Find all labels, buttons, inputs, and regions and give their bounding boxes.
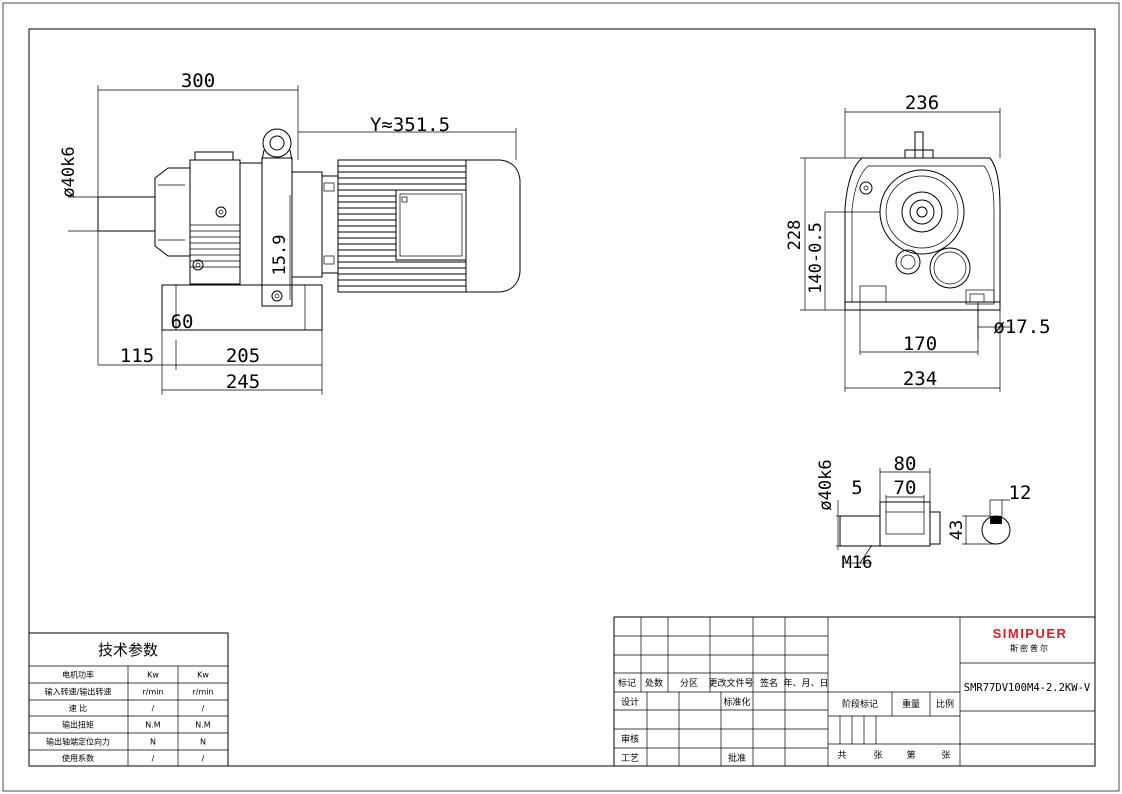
tech-param-value-1: Kw — [147, 671, 159, 680]
tb-header-signature: 签名 — [760, 677, 778, 689]
tech-param-value-2: N.M — [195, 721, 211, 730]
tb-header-zone: 分区 — [680, 678, 698, 689]
tech-param-label: 电机功率 — [62, 670, 94, 680]
tech-param-value-2: Kw — [197, 671, 209, 680]
tech-param-label: 输出扭矩 — [62, 720, 94, 730]
tech-param-value-1: N.M — [145, 721, 161, 730]
output-shaft — [97, 196, 156, 232]
end-view: 236 228 140-0.5 ø17.5 170 234 — [785, 92, 1051, 392]
end-housing — [844, 157, 1001, 311]
dim-shaft-length: 80 — [894, 453, 917, 475]
dim-hole-spacing: 170 — [903, 333, 937, 355]
tb-header-date: 年、月、日 — [783, 677, 828, 689]
dim-shaft-height: 15.9 — [270, 235, 290, 276]
tb-review: 审核 — [621, 733, 639, 745]
shaft-detail: 80 70 5 ø40k6 M16 12 43 — [816, 453, 1031, 573]
terminal-box — [395, 189, 467, 261]
dim-key-width: 12 — [1009, 482, 1032, 504]
dim-motor-length: Y≈351.5 — [370, 114, 450, 136]
tb-stage-mark: 阶段标记 — [842, 698, 878, 710]
dim-base-width: 234 — [903, 368, 937, 390]
gear-housing — [189, 159, 241, 285]
tech-param-label: 输出轴端定位向力 — [46, 737, 110, 747]
tb-standardize: 标准化 — [723, 696, 750, 708]
output-flange-circle — [879, 169, 965, 255]
tech-param-value-1: / — [152, 754, 155, 763]
tech-param-value-1: N — [150, 738, 156, 747]
dim-foot-height: 60 — [171, 311, 194, 333]
dim-hole-diameter: ø17.5 — [993, 316, 1050, 338]
dim-base-length: 245 — [226, 371, 260, 393]
model-number: SMR77DV100M4-2.2KW-V — [964, 682, 1091, 694]
tech-params-title: 技术参数 — [98, 641, 158, 659]
brand-cn: 斯密普尔 — [1010, 643, 1050, 653]
tb-weight: 重量 — [902, 698, 920, 710]
fan-cover — [465, 159, 521, 293]
side-view: 300 Y≈351.5 ø40k6 15.9 60 115 205 245 — [59, 70, 521, 395]
dim-center-height: 140-0.5 — [806, 222, 826, 294]
tb-process: 工艺 — [621, 753, 639, 764]
tech-param-label: 使用系数 — [62, 753, 94, 763]
dim-overall-length: 300 — [181, 70, 215, 92]
tb-sheets-total: 共 — [837, 750, 846, 761]
brand-logo: SIMIPUER — [993, 626, 1068, 641]
tb-design: 设计 — [621, 696, 639, 708]
tb-sheet-unit: 张 — [941, 750, 950, 761]
tech-param-label: 速 比 — [69, 703, 88, 713]
tech-param-value-2: N — [200, 738, 206, 747]
tech-param-value-2: / — [202, 704, 205, 713]
title-block: 标记 处数 分区 更改文件号 签名 年、月、日 设计 标准化 审核 工艺 批准 … — [613, 616, 1096, 767]
tech-params-table: 技术参数 电机功率 Kw Kw 输入转速/输出转速 r/min r/min 速 比 / / 输出扭… — [28, 632, 229, 767]
tech-param-value-1: / — [152, 704, 155, 713]
lifting-eye — [262, 128, 292, 158]
dim-key-offset: 5 — [851, 477, 862, 499]
drawing-frame — [28, 28, 1096, 767]
tb-sheet-number: 第 — [906, 749, 915, 761]
dim-detail-shaft-diameter: ø40k6 — [816, 459, 836, 510]
dim-key-height: 43 — [947, 520, 967, 540]
dim-top-width: 236 — [905, 92, 939, 114]
tb-sheets-unit: 张 — [873, 750, 882, 761]
dim-overall-height: 228 — [785, 220, 805, 251]
tb-header-mark: 标记 — [618, 677, 636, 689]
dim-key-length: 70 — [894, 477, 917, 499]
tech-param-value-1: r/min — [142, 688, 163, 697]
tb-header-change-doc: 更改文件号 — [708, 677, 753, 689]
tech-param-value-2: r/min — [192, 688, 213, 697]
tb-header-count: 处数 — [645, 677, 663, 689]
tech-param-label: 输入转速/输出转速 — [45, 687, 112, 697]
motor-flange — [261, 157, 293, 307]
dim-foot-length: 205 — [226, 345, 260, 367]
tb-scale: 比例 — [936, 698, 954, 710]
dim-shaft-extension: 115 — [120, 345, 154, 367]
dim-shaft-diameter: ø40k6 — [59, 146, 79, 197]
tech-param-value-2: / — [202, 754, 205, 763]
tb-approve: 批准 — [728, 752, 746, 764]
dim-thread: M16 — [842, 553, 873, 573]
